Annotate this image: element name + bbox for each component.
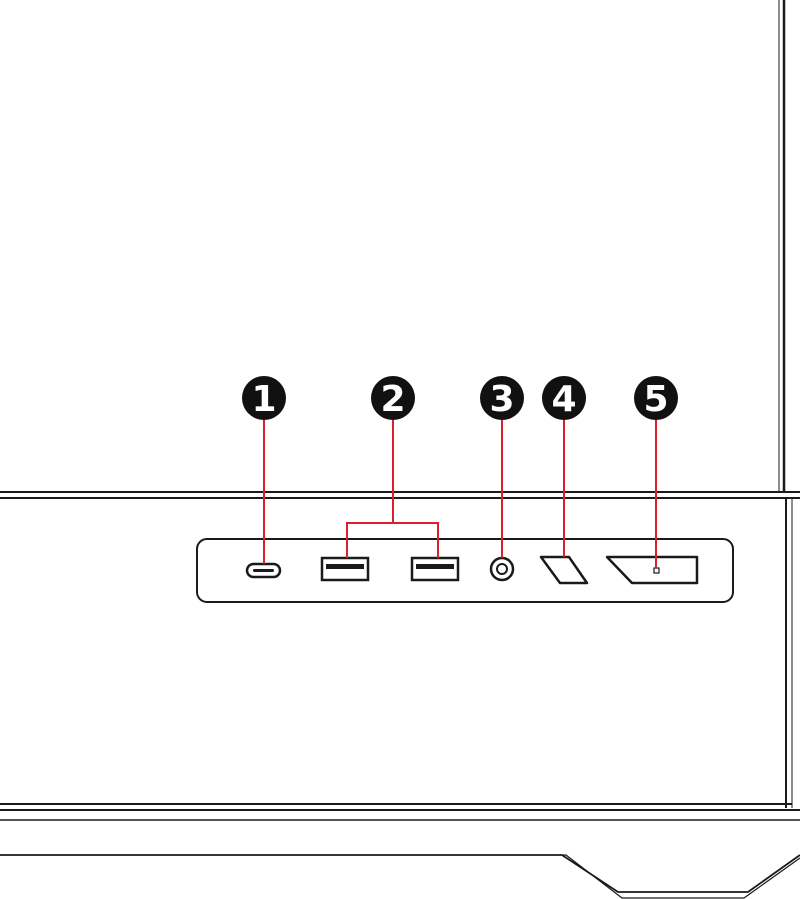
io-panel (196, 538, 734, 603)
callout-2-badge (371, 376, 415, 420)
leader-lines (263, 417, 657, 568)
callout-4: 4 (542, 376, 586, 420)
callout-1-label: 1 (251, 379, 276, 420)
displayport-icon (605, 555, 699, 585)
callout-4-label: 4 (551, 379, 576, 420)
usb-a-icon (410, 556, 460, 582)
audio-jack-hole (496, 563, 508, 575)
usb-a-port-1 (320, 556, 370, 582)
audio-jack (489, 556, 515, 582)
callout-5-badge (634, 376, 678, 420)
callout-5-label: 5 (643, 379, 668, 420)
callout-4-badge (542, 376, 586, 420)
callout-1-badge (242, 376, 286, 420)
usb-a-port-2 (410, 556, 460, 582)
usb-c-port (245, 562, 282, 579)
callout-3-badge (480, 376, 524, 420)
callout-1: 1 (242, 376, 286, 420)
callout-3: 3 (480, 376, 524, 420)
io-panel-frame (196, 538, 734, 603)
callout-2-label: 2 (380, 379, 405, 420)
callout-3-label: 3 (489, 379, 514, 420)
usb-c-tongue (253, 569, 274, 572)
stand-base-inner (562, 854, 800, 899)
callout-5: 5 (634, 376, 678, 420)
usb-a-tongue (416, 564, 454, 569)
usb-a-tongue (326, 564, 364, 569)
usb-a-icon (320, 556, 370, 582)
displayport-indicator (653, 567, 660, 574)
hdmi-icon (539, 555, 589, 585)
audio-jack-icon (489, 556, 515, 582)
leader-line-2-bracket (346, 522, 439, 558)
hdmi-port (539, 555, 589, 585)
displayport-port (605, 555, 699, 585)
stand-base-outline (0, 854, 800, 893)
callout-markers: 1 2 3 4 5 (242, 376, 678, 420)
callout-2: 2 (371, 376, 415, 420)
